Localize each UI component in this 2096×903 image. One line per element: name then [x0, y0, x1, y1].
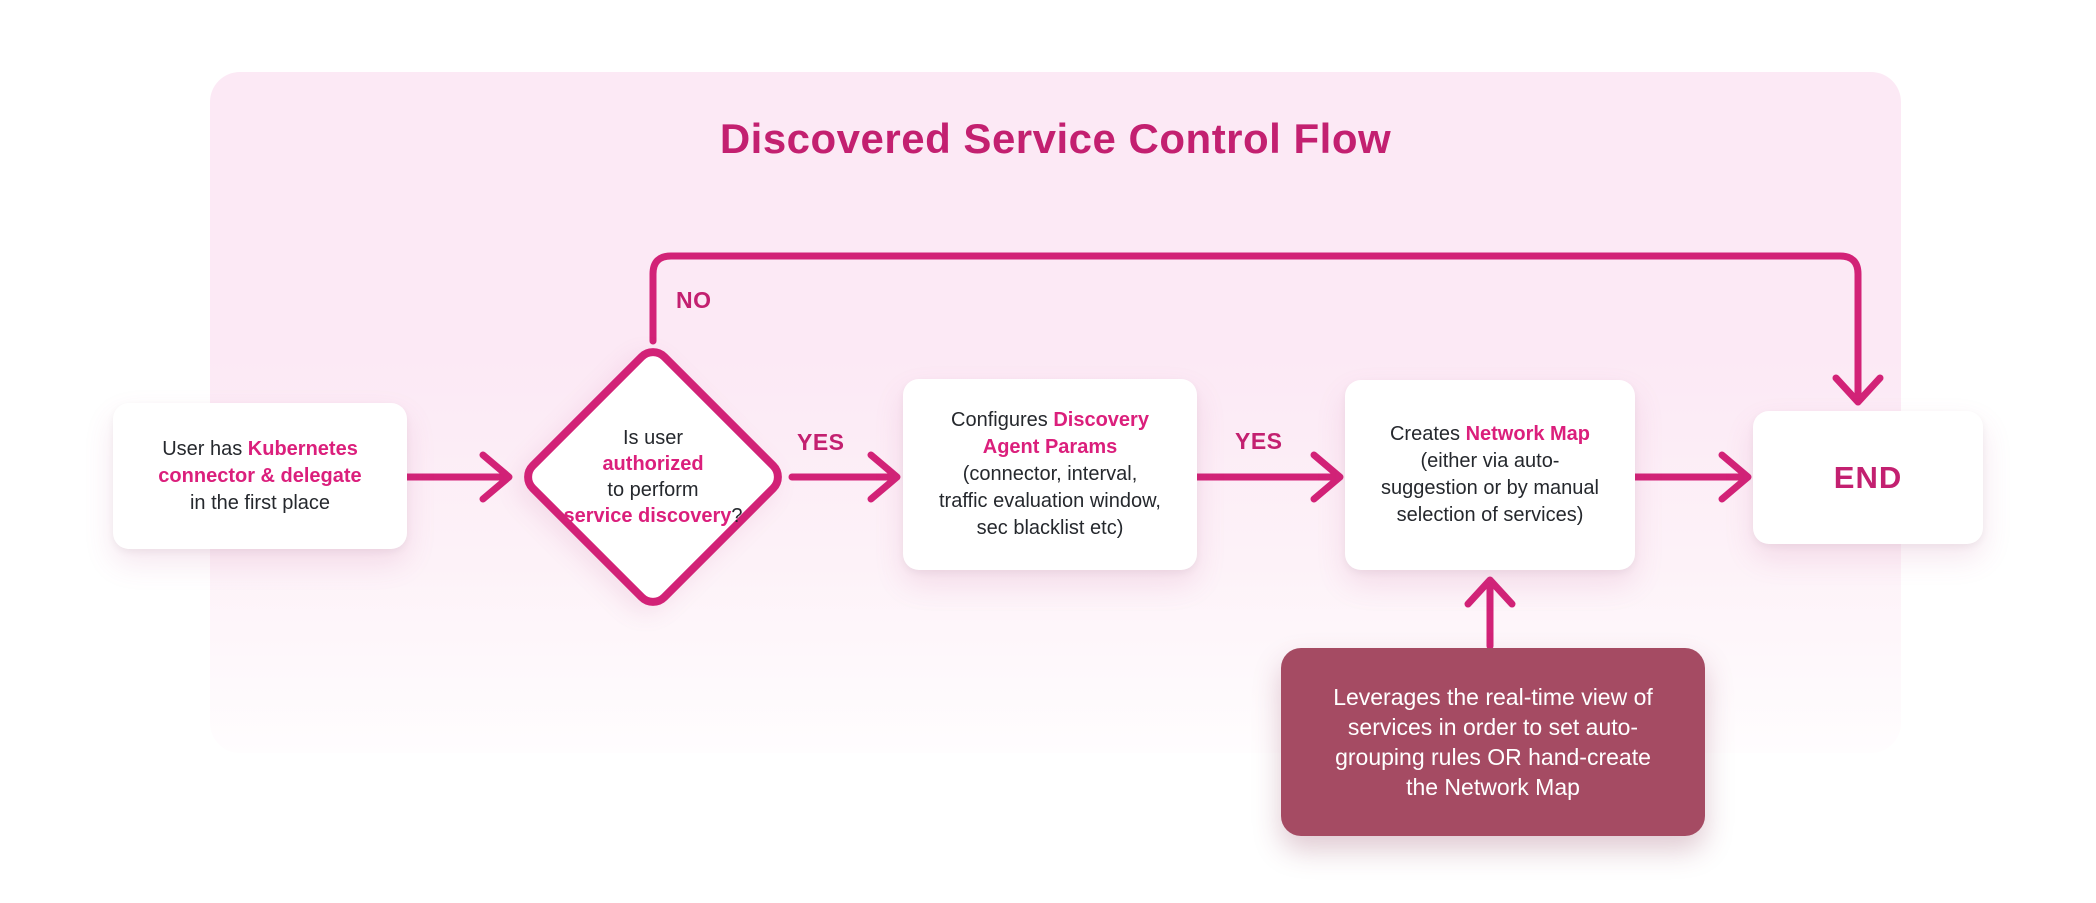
- end-label: END: [1833, 460, 1903, 495]
- arrow-no-decision-to-end-head: [1832, 374, 1884, 406]
- diagram-title: Discovered Service Control Flow: [719, 115, 1392, 162]
- node-create: Creates Network Map(either via auto-sugg…: [1345, 380, 1635, 570]
- arrow-configure-to-create-head: [1310, 451, 1344, 503]
- yes-label-2: YES: [1235, 428, 1283, 454]
- no-label: NO: [676, 287, 712, 313]
- node-end: END: [1753, 411, 1983, 544]
- arrow-decision-to-configure-head: [867, 451, 901, 503]
- arrow-create-to-end-head: [1718, 451, 1752, 503]
- arrow-no-decision-to-end: [649, 252, 1862, 400]
- arrow-start-to-decision-head: [479, 451, 513, 503]
- arrow-note-to-create-head: [1464, 576, 1516, 608]
- yes-label-1: YES: [797, 429, 845, 455]
